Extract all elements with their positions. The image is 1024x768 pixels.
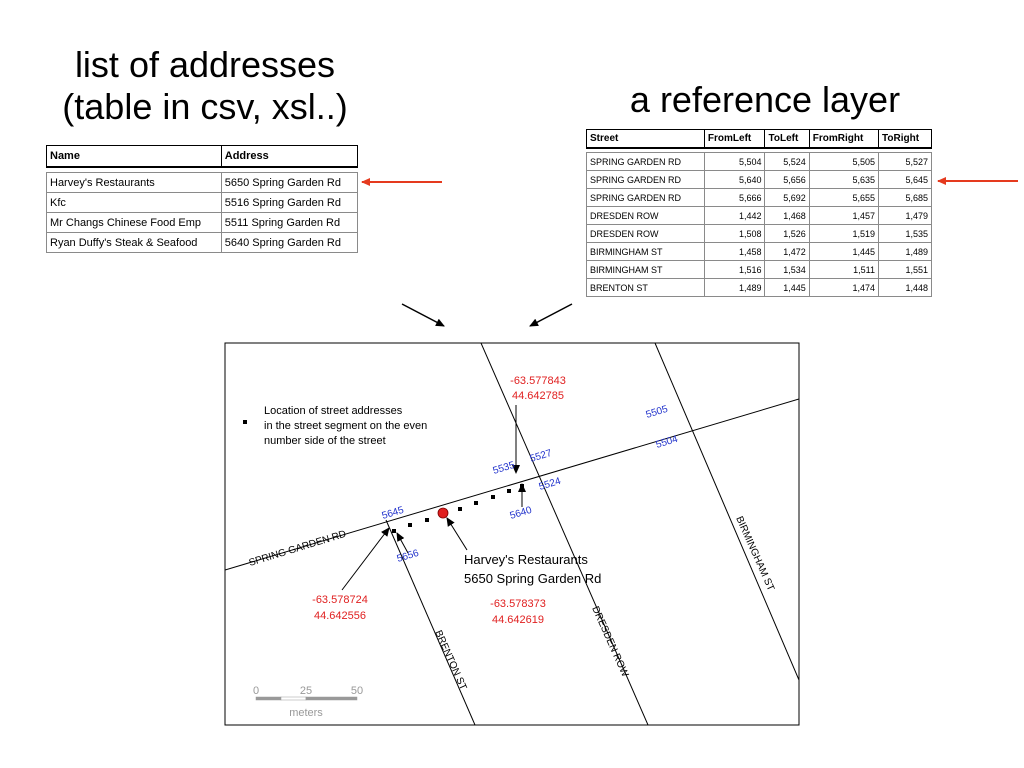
flow-arrow-left bbox=[401, 303, 445, 327]
dresden-street-line bbox=[480, 343, 649, 725]
cell-address: 5516 Spring Garden Rd bbox=[220, 192, 359, 213]
flow-arrow-right bbox=[529, 303, 573, 327]
address-list-title-line2: (table in csv, xsl..) bbox=[62, 86, 348, 127]
cell-address: 5511 Spring Garden Rd bbox=[220, 212, 359, 233]
cell-address: 5640 Spring Garden Rd bbox=[220, 232, 359, 253]
address-point bbox=[507, 489, 511, 493]
pointer-left-coord bbox=[341, 527, 390, 591]
scale-unit: meters bbox=[289, 707, 323, 719]
header-street: Street bbox=[586, 129, 705, 149]
legend-text-line2: in the street segment on the even bbox=[264, 420, 427, 432]
target-label-name: Harvey's Restaurants bbox=[464, 552, 588, 567]
coord-left-lat: 44.642556 bbox=[314, 610, 366, 622]
header-name: Name bbox=[46, 145, 222, 168]
cell-street: BRENTON ST bbox=[586, 278, 705, 297]
header-toright: ToRight bbox=[878, 129, 932, 149]
brenton-street-line bbox=[385, 519, 476, 725]
address-point bbox=[425, 518, 429, 522]
address-point bbox=[491, 495, 495, 499]
address-list-title-line1: list of addresses bbox=[74, 44, 336, 85]
cell-fromright: 5,635 bbox=[808, 170, 880, 189]
table-row[interactable]: Ryan Duffy's Steak & Seafood 5640 Spring… bbox=[46, 232, 359, 253]
target-address-marker bbox=[437, 507, 449, 519]
address-table: Name Address Harvey's Restaurants 5650 S… bbox=[46, 145, 359, 253]
scale-tick-0: 0 bbox=[253, 685, 259, 697]
cell-toright: 1,448 bbox=[878, 278, 932, 297]
legend-text-line1: Location of street addresses bbox=[264, 405, 403, 417]
coord-left-lon: -63.578724 bbox=[312, 594, 368, 606]
cell-name: Ryan Duffy's Steak & Seafood bbox=[46, 232, 222, 253]
header-address: Address bbox=[220, 145, 359, 168]
cell-fromleft: 1,489 bbox=[703, 278, 766, 297]
map-frame bbox=[224, 342, 800, 726]
scale-bar: 0 25 50 meters bbox=[253, 685, 363, 719]
reference-layer-title: a reference layer bbox=[629, 79, 901, 120]
pointer-target bbox=[446, 517, 468, 551]
target-label-address: 5650 Spring Garden Rd bbox=[464, 571, 601, 586]
spring-garden-street-line bbox=[225, 398, 799, 571]
header-toleft: ToLeft bbox=[764, 129, 810, 149]
birmingham-street-line bbox=[654, 343, 799, 681]
cell-toright: 5,527 bbox=[878, 152, 932, 171]
cell-fromright: 1,474 bbox=[808, 278, 880, 297]
address-point bbox=[392, 529, 396, 533]
reference-table: Street FromLeft ToLeft FromRight ToRight… bbox=[586, 129, 932, 297]
coord-mid-lat: 44.642619 bbox=[492, 614, 544, 626]
address-list-title: list of addresses (table in csv, xsl..) bbox=[30, 44, 380, 128]
cell-toleft: 1,445 bbox=[764, 278, 810, 297]
table-row[interactable]: Kfc 5516 Spring Garden Rd bbox=[46, 192, 359, 213]
coord-top-lat: 44.642785 bbox=[512, 390, 564, 402]
legend-symbol bbox=[243, 420, 247, 424]
scale-tick-25: 25 bbox=[300, 685, 312, 697]
scale-tick-50: 50 bbox=[351, 685, 363, 697]
coord-mid-lon: -63.578373 bbox=[490, 598, 546, 610]
legend-text-line3: number side of the street bbox=[264, 435, 386, 447]
coord-top-lon: -63.577843 bbox=[510, 375, 566, 387]
reference-table-header: Street FromLeft ToLeft FromRight ToRight bbox=[586, 129, 932, 149]
address-point bbox=[408, 523, 412, 527]
address-point bbox=[458, 507, 462, 511]
header-fromright: FromRight bbox=[808, 129, 880, 149]
address-table-header: Name Address bbox=[46, 145, 359, 168]
pointer-5656 bbox=[396, 532, 409, 554]
address-point bbox=[474, 501, 478, 505]
